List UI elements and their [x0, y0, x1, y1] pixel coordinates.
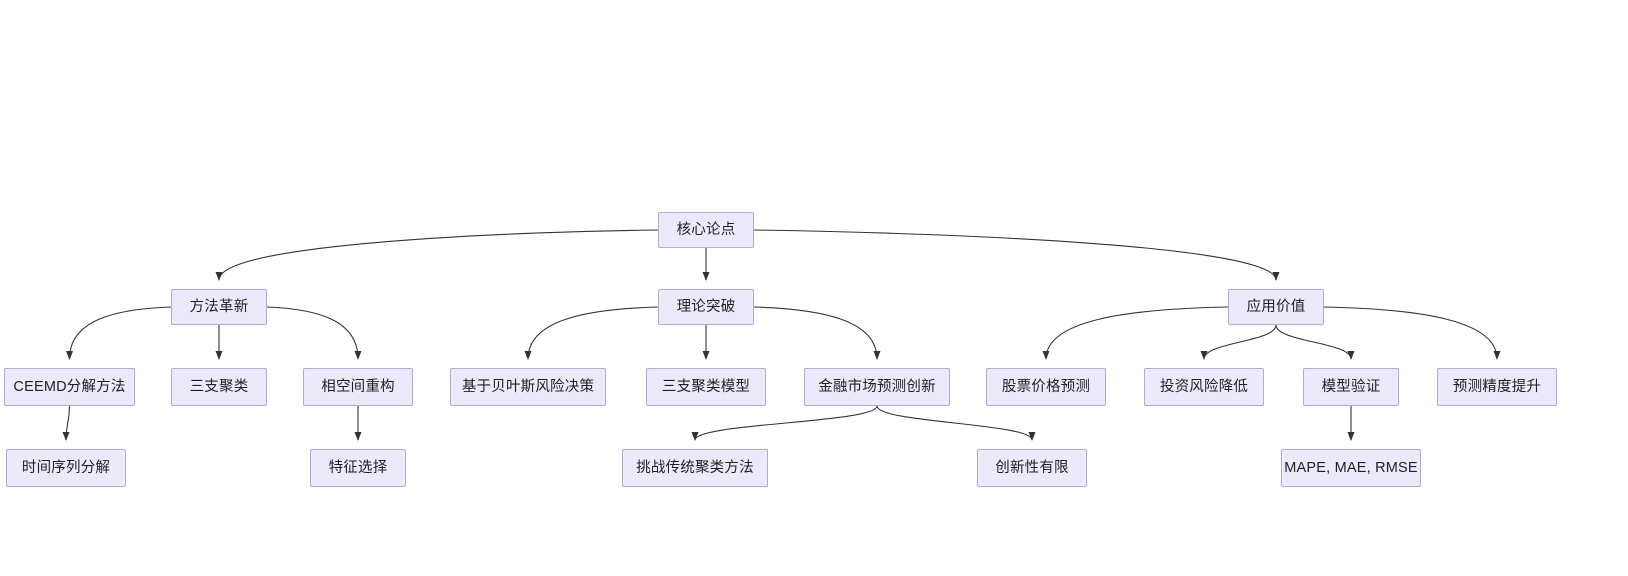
node-l2i[interactable]: 模型验证 — [1303, 368, 1399, 406]
node-label: 三支聚类模型 — [661, 378, 751, 395]
node-label: CEEMD分解方法 — [13, 378, 126, 395]
node-label: 核心论点 — [676, 221, 736, 238]
node-l2h[interactable]: 投资风险降低 — [1144, 368, 1264, 406]
node-l2j[interactable]: 预测精度提升 — [1437, 368, 1557, 406]
node-l2a[interactable]: CEEMD分解方法 — [4, 368, 135, 406]
edge-l2f-to-l3c — [691, 405, 878, 441]
node-l2d[interactable]: 基于贝叶斯风险决策 — [450, 368, 606, 406]
edge-l1c-to-l2g — [1042, 306, 1229, 360]
edge-l1c-to-l2i — [1275, 324, 1355, 360]
edge-l2f-to-l3d — [876, 405, 1036, 441]
edge-root-to-l1a — [215, 229, 659, 281]
edge-group — [62, 229, 1501, 441]
node-l2b[interactable]: 三支聚类 — [171, 368, 267, 406]
node-l2c[interactable]: 相空间重构 — [303, 368, 413, 406]
node-label: 方法革新 — [189, 298, 249, 315]
node-l2g[interactable]: 股票价格预测 — [986, 368, 1106, 406]
node-l2e[interactable]: 三支聚类模型 — [646, 368, 766, 406]
node-label: 股票价格预测 — [1001, 378, 1091, 395]
node-label: 应用价值 — [1246, 298, 1306, 315]
node-label: 三支聚类 — [189, 378, 249, 395]
node-l3b[interactable]: 特征选择 — [310, 449, 406, 487]
node-l1c[interactable]: 应用价值 — [1228, 289, 1324, 325]
node-label: 理论突破 — [676, 298, 736, 315]
node-label: 挑战传统聚类方法 — [636, 459, 754, 476]
node-l3d[interactable]: 创新性有限 — [977, 449, 1087, 487]
edge-l1c-to-l2h — [1200, 324, 1277, 360]
node-label: 特征选择 — [328, 459, 388, 476]
edge-l1b-to-l2d — [524, 306, 659, 360]
node-l3c[interactable]: 挑战传统聚类方法 — [622, 449, 768, 487]
node-l2f[interactable]: 金融市场预测创新 — [804, 368, 950, 406]
edge-l1b-to-l2f — [753, 306, 881, 360]
edge-l1c-to-l2j — [1323, 306, 1501, 360]
node-label: 相空间重构 — [321, 378, 395, 395]
node-label: 预测精度提升 — [1452, 378, 1542, 395]
node-label: 创新性有限 — [995, 459, 1069, 476]
edge-l2a-to-l3a — [62, 405, 71, 441]
node-l1b[interactable]: 理论突破 — [658, 289, 754, 325]
node-l3a[interactable]: 时间序列分解 — [6, 449, 126, 487]
edge-root-to-l1c — [753, 229, 1280, 281]
node-label: 模型验证 — [1321, 378, 1381, 395]
node-l3e[interactable]: MAPE, MAE, RMSE — [1281, 449, 1421, 487]
node-label: 投资风险降低 — [1159, 378, 1249, 395]
node-label: 基于贝叶斯风险决策 — [461, 378, 595, 395]
node-label: 金融市场预测创新 — [818, 378, 936, 395]
node-label: MAPE, MAE, RMSE — [1284, 459, 1418, 476]
node-label: 时间序列分解 — [21, 459, 111, 476]
node-l1a[interactable]: 方法革新 — [171, 289, 267, 325]
node-root[interactable]: 核心论点 — [658, 212, 754, 248]
edge-l1a-to-l2c — [266, 306, 362, 360]
edge-l1a-to-l2a — [66, 306, 172, 360]
